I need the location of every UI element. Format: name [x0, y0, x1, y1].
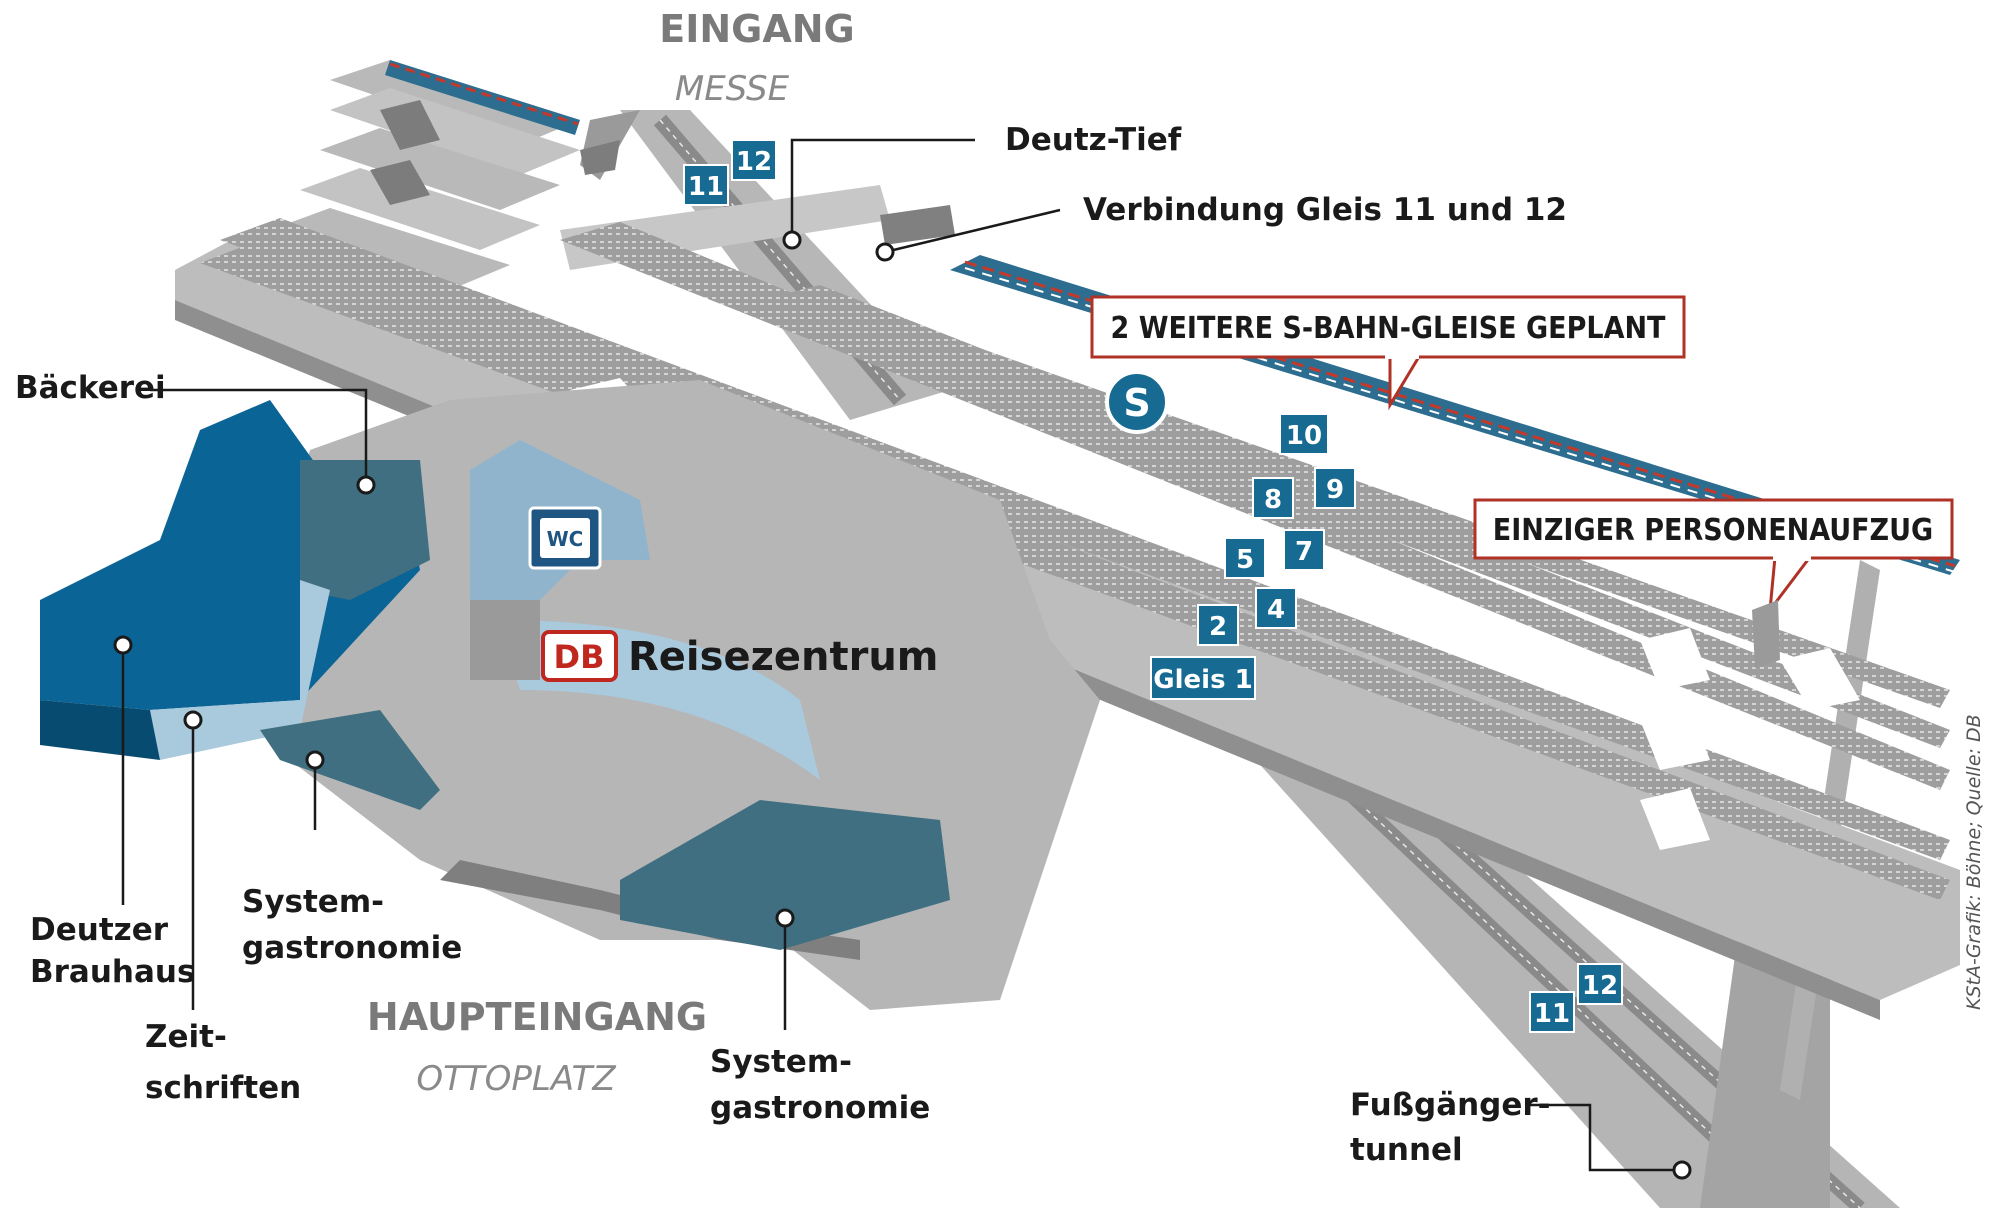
track-badge-9: 9 — [1314, 467, 1356, 509]
label-systemgastro-b-2: gastronomie — [710, 1090, 930, 1126]
track-badges: Gleis 1 2 4 5 7 8 9 10 — [683, 139, 1623, 1033]
svg-text:12: 12 — [736, 147, 772, 177]
label-systemgastro-a-1: System- — [242, 884, 384, 920]
label-baeckerei: Bäckerei — [15, 370, 166, 406]
heading-ottoplatz: OTTOPLATZ — [416, 1059, 616, 1099]
svg-text:2 WEITERE S-BAHN-GLEISE GEPLAN: 2 WEITERE S-BAHN-GLEISE GEPLANT — [1111, 311, 1667, 346]
svg-text:11: 11 — [1534, 999, 1570, 1029]
leader-dots — [113, 230, 1692, 1180]
track-badge-11-bottom: 11 — [1529, 991, 1575, 1033]
svg-text:12: 12 — [1582, 971, 1618, 1001]
callout-elevator: EINZIGER PERSONENAUFZUG — [1473, 498, 1954, 616]
track-badge-2: 2 — [1197, 604, 1239, 646]
track-badge-5: 5 — [1224, 537, 1266, 579]
label-deutzer-brauhaus-2: Brauhaus — [30, 954, 195, 990]
label-reisezentrum: Reisezentrum — [628, 634, 938, 680]
svg-text:9: 9 — [1326, 475, 1344, 505]
track-badge-11-top: 11 — [683, 164, 729, 206]
svg-text:DB: DB — [554, 638, 605, 676]
credit-line: KStA-Grafik: Böhne; Quelle: DB — [1963, 714, 1985, 1010]
track-badge-7: 7 — [1283, 529, 1325, 571]
track-badge-gleis1: Gleis 1 — [1150, 656, 1256, 700]
label-zeitschriften-2: schriften — [145, 1070, 301, 1106]
svg-text:4: 4 — [1267, 595, 1285, 625]
svg-text:WC: WC — [547, 527, 584, 551]
s-bahn-icon: S — [1105, 370, 1169, 434]
svg-text:Gleis 1: Gleis 1 — [1153, 665, 1252, 695]
label-zeitschriften-1: Zeit- — [145, 1019, 227, 1055]
upper-left-platforms — [270, 60, 580, 290]
label-fussgaenger-2: tunnel — [1350, 1132, 1463, 1168]
svg-text:S: S — [1123, 381, 1150, 425]
heading-haupteingang: HAUPTEINGANG — [367, 995, 707, 1039]
wc-icon: WC — [528, 506, 602, 570]
svg-text:7: 7 — [1295, 537, 1313, 567]
label-deutz-tief: Deutz-Tief — [1005, 122, 1182, 158]
label-fussgaenger-1: Fußgänger- — [1350, 1087, 1551, 1123]
track-badge-12-top: 12 — [731, 139, 777, 181]
label-deutzer-brauhaus-1: Deutzer — [30, 912, 169, 948]
track-badge-8: 8 — [1252, 477, 1294, 519]
svg-text:EINZIGER PERSONENAUFZUG: EINZIGER PERSONENAUFZUG — [1493, 513, 1933, 548]
track-badge-4: 4 — [1255, 587, 1297, 629]
leader-lines — [121, 138, 1682, 1172]
heading-messe: MESSE — [675, 69, 790, 109]
svg-text:10: 10 — [1286, 421, 1322, 451]
track-badge-10: 10 — [1279, 413, 1329, 455]
svg-text:2: 2 — [1209, 612, 1227, 642]
svg-text:8: 8 — [1264, 485, 1282, 515]
baeckerei-area — [300, 460, 430, 600]
track-badge-12-bottom: 12 — [1577, 963, 1623, 1005]
heading-eingang: EINGANG — [659, 7, 855, 51]
systemgastro-b-area — [620, 800, 950, 950]
shops — [40, 400, 950, 950]
label-systemgastro-a-2: gastronomie — [242, 930, 462, 966]
callout-s-bahn-planned: 2 WEITERE S-BAHN-GLEISE GEPLANT — [1090, 295, 1686, 411]
elevator-shaft — [1752, 600, 1780, 668]
db-logo-icon: DB — [541, 630, 618, 682]
svg-text:11: 11 — [688, 172, 724, 202]
systemgastro-a-area — [260, 710, 440, 810]
svg-text:5: 5 — [1236, 545, 1254, 575]
label-verbindung: Verbindung Gleis 11 und 12 — [1083, 192, 1567, 228]
label-systemgastro-b-1: System- — [710, 1044, 852, 1080]
